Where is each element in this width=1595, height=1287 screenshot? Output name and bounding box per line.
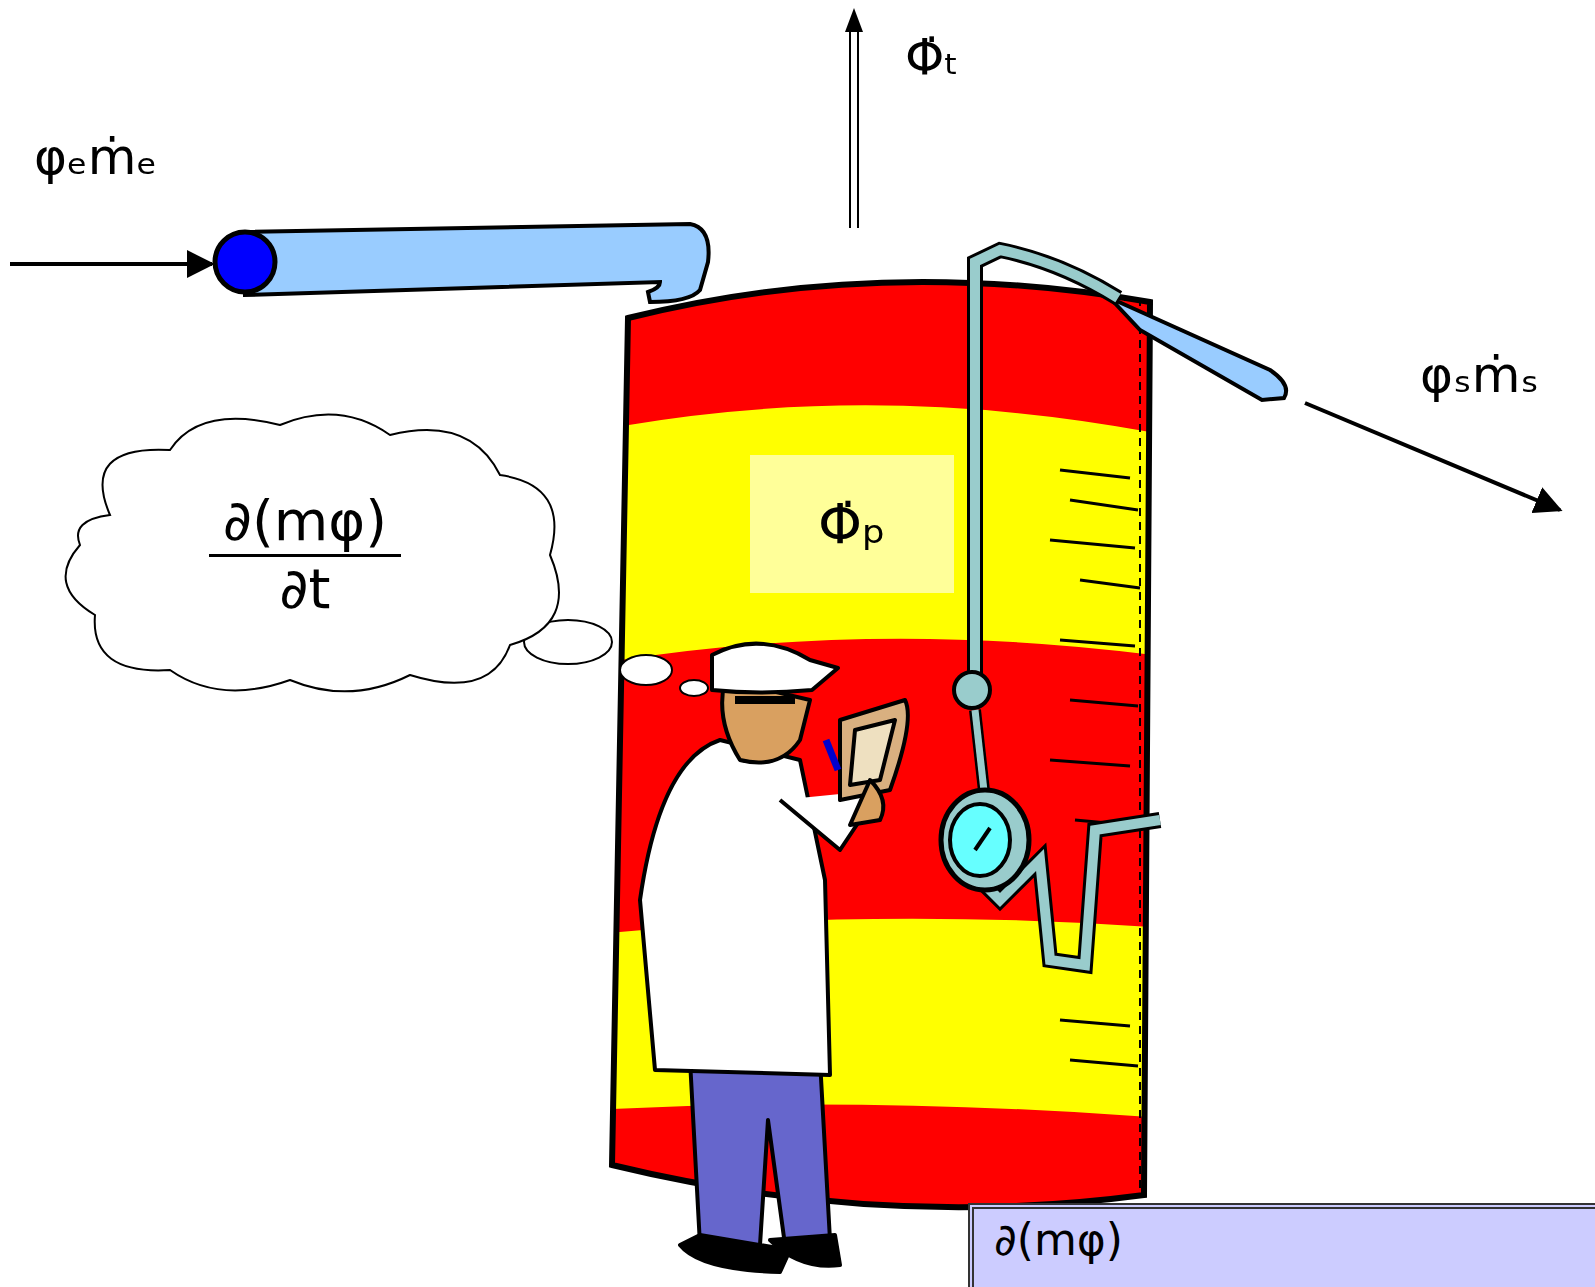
inlet-arrow — [10, 262, 212, 266]
heat-arrowhead — [845, 8, 863, 32]
fraction-numerator: ∂(mφ) — [209, 489, 401, 556]
pipe-opening — [215, 232, 275, 292]
gauge-pipe — [975, 250, 1118, 700]
pressure-gauge — [941, 790, 1029, 890]
equation-box: ∂(mφ) — [968, 1203, 1595, 1287]
tank-body — [590, 240, 1190, 1240]
fraction-denominator: ∂t — [266, 557, 345, 621]
thought-cloud: ∂(mφ)∂t — [40, 405, 570, 695]
flow-label: Φ̇ₜ — [905, 30, 959, 85]
term-box: Φ̇ₚ — [750, 455, 954, 593]
gauge-pipe — [975, 250, 1118, 700]
outlet-pipe — [1110, 298, 1286, 400]
gauge-needle — [975, 828, 990, 850]
gauge-stem — [975, 710, 985, 800]
valve — [954, 672, 990, 708]
gauge-stem — [975, 710, 985, 800]
tank-outline — [612, 282, 1150, 1207]
heat-arrow — [857, 30, 859, 228]
engineer-figure — [640, 644, 908, 1272]
thought-bubble — [680, 680, 708, 696]
term-label: Φ̇ₚ — [818, 492, 886, 556]
inlet-pipe — [245, 224, 709, 302]
flow-label: φₑṁₑ — [34, 130, 157, 185]
outlet-arrow — [1305, 403, 1560, 510]
thought-bubble — [620, 655, 672, 685]
gauge-dial — [950, 804, 1010, 876]
heat-arrow — [849, 30, 851, 228]
term-label: ∂(mφ) — [994, 1215, 1123, 1266]
flow-label: φₛṁₛ — [1420, 348, 1539, 403]
